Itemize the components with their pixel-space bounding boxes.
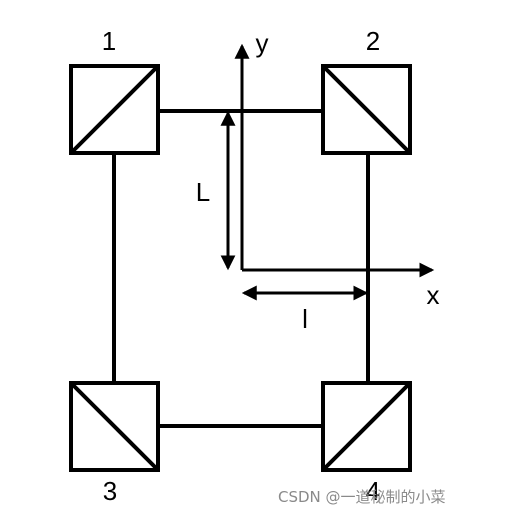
label-dimension-l: l <box>302 304 308 334</box>
label-axis-x: x <box>427 280 440 310</box>
label-box-4: 4 <box>366 476 380 506</box>
label-box-2: 2 <box>366 26 380 56</box>
watermark: CSDN @一道秘制的小菜 <box>278 488 446 506</box>
label-box-3: 3 <box>103 476 117 506</box>
label-dimension-L: L <box>196 177 210 207</box>
box-4 <box>321 381 412 472</box>
label-box-1: 1 <box>102 26 116 56</box>
box-3 <box>69 381 160 472</box>
box-2 <box>321 64 412 155</box>
label-axis-y: y <box>256 28 269 58</box>
box-1 <box>69 64 160 155</box>
